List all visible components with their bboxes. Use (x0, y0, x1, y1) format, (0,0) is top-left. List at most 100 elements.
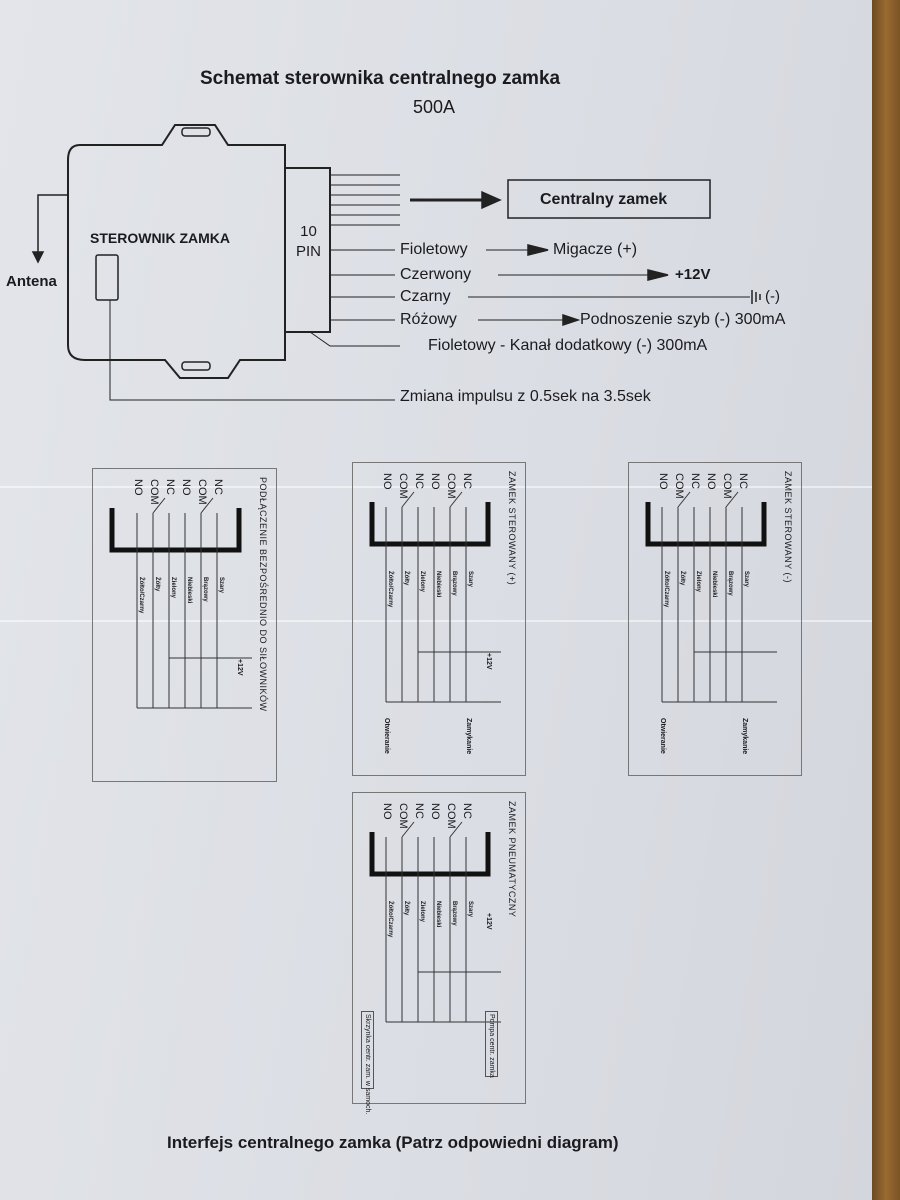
pin-label: COM (445, 473, 457, 499)
output-label: Zamykanie (465, 718, 472, 755)
diagram-wire (109, 508, 242, 553)
wire-color-labels: Szary Brązowy Niebieski Zielony Żółty Żółto/C… (382, 901, 478, 937)
wire-color: Zielony (419, 901, 425, 923)
wire-color: Niebieski (186, 577, 192, 604)
wire-color: Żółto/Czarny (387, 571, 393, 608)
pin-label: NC (164, 479, 176, 495)
pin-label: COM (397, 473, 409, 499)
jumper-module (95, 254, 119, 301)
fold-line (0, 486, 872, 488)
wire-color: Brązowy (727, 571, 733, 596)
wire-label: Różowy (400, 311, 457, 328)
car-lock-box: Skrzynka centr. zam. w samoch. (361, 1011, 374, 1114)
wire-color: Niebieski (435, 901, 441, 928)
wire-color: Zielony (695, 571, 701, 593)
pin-label: NO (180, 479, 192, 496)
wire-color-labels: Szary Brązowy Niebieski Zielony Żółty Żółto/C… (382, 571, 478, 607)
antenna-label: Antena (6, 273, 57, 290)
diagram-title: ZAMEK PNEUMATYCZNY (507, 801, 517, 918)
wire-color: Szary (743, 571, 749, 588)
wire-label: Czerwony (400, 266, 472, 283)
pump-box: Pompa centr. zamka (485, 1011, 498, 1078)
jumper-note: Zmiana impulsu z 0.5sek na 3.5sek (400, 388, 651, 405)
wire-color: Niebieski (435, 571, 441, 598)
wire-color: Żółty (154, 577, 160, 592)
wire-color: Szary (218, 577, 224, 594)
diagram-wire (725, 491, 739, 508)
output-label: Otwieranie (383, 718, 390, 754)
diagram-wire (369, 502, 491, 547)
pin-label: NO (705, 473, 717, 490)
diagram-title: ZAMEK STEROWANY (-) (783, 471, 793, 584)
wire-label: Fioletowy (400, 241, 468, 258)
diagram-wire (200, 497, 214, 514)
wire-color-labels: Szary Brązowy Niebieski Zielony Żółty Żółto/C… (658, 571, 754, 607)
pin-label: NC (413, 803, 425, 819)
pin-label: COM (673, 473, 685, 499)
output-label: Otwieranie (659, 718, 666, 754)
centralny-zamek-box: Centralny zamek (540, 191, 668, 208)
diagram-wire (401, 821, 415, 838)
wire-label: Fioletowy - Kanał dodatkowy (-) 300mA (428, 337, 708, 354)
pin-label: NC (689, 473, 701, 489)
wire-target: Podnoszenie szyb (-) 300mA (580, 311, 786, 328)
diagram-wire (401, 491, 415, 508)
wire-color: Żółty (403, 901, 409, 916)
wire-color: Brązowy (451, 901, 457, 926)
wire-color: Żółty (403, 571, 409, 586)
pin-label: NC (737, 473, 749, 489)
diagram-wire (152, 497, 166, 514)
pin-label: NC (461, 803, 473, 819)
pin-label: NO (381, 473, 393, 490)
wiring-diagram-1: PODŁĄCZENIE BEZPOŚREDNIO DO SIŁOWNIKÓW NC… (92, 468, 277, 782)
wire-color: Niebieski (711, 571, 717, 598)
wire-color: Żółto/Czarny (663, 571, 669, 608)
diagram-title: ZAMEK STEROWANY (+) (507, 471, 517, 586)
pin-label: NO (429, 473, 441, 490)
supply-label: +12V (485, 653, 492, 670)
wire-color: Żółty (679, 571, 685, 586)
supply-label: +12V (485, 913, 492, 930)
wooden-table-edge (872, 0, 900, 1200)
pin-label: NC (212, 479, 224, 495)
pin-label: NO (429, 803, 441, 820)
model-label: 500A (413, 97, 456, 117)
wire-color: Szary (467, 901, 473, 918)
pin-label: NC (461, 473, 473, 489)
wire-color-labels: Szary Brązowy Niebieski Zielony Żółty Żółto/C… (133, 577, 229, 613)
footer-caption: Interfejs centralnego zamka (Patrz odpow… (167, 1133, 619, 1152)
pin-label: NO (132, 479, 144, 496)
wire-color: Szary (467, 571, 473, 588)
wire-color: Brązowy (202, 577, 208, 602)
wire-color: Zielony (419, 571, 425, 593)
output-label: Zamykanie (741, 718, 748, 755)
wire-target: +12V (675, 266, 711, 283)
wire-color: Żółto/Czarny (138, 577, 144, 614)
diagram-wire (677, 491, 691, 508)
diagram-wire (449, 491, 463, 508)
wire-color: Żółto/Czarny (387, 901, 393, 938)
pin-label: COM (397, 803, 409, 829)
wire-color: Zielony (170, 577, 176, 599)
controller-body (67, 124, 286, 379)
wire-target: (-) (765, 288, 780, 305)
controller-label: STEROWNIK ZAMKA (90, 230, 230, 246)
pin-label: COM (196, 479, 208, 505)
wire-color: Brązowy (451, 571, 457, 596)
fold-line (0, 620, 872, 622)
pin-label: NC (413, 473, 425, 489)
diagram-title: PODŁĄCZENIE BEZPOŚREDNIO DO SIŁOWNIKÓW (258, 477, 268, 712)
pin-label: COM (445, 803, 457, 829)
page-title: Schemat sterownika centralnego zamka (200, 68, 561, 89)
wire-target: Migacze (+) (553, 241, 638, 258)
pin-label: COM (148, 479, 160, 505)
diagram-wire (645, 502, 767, 547)
